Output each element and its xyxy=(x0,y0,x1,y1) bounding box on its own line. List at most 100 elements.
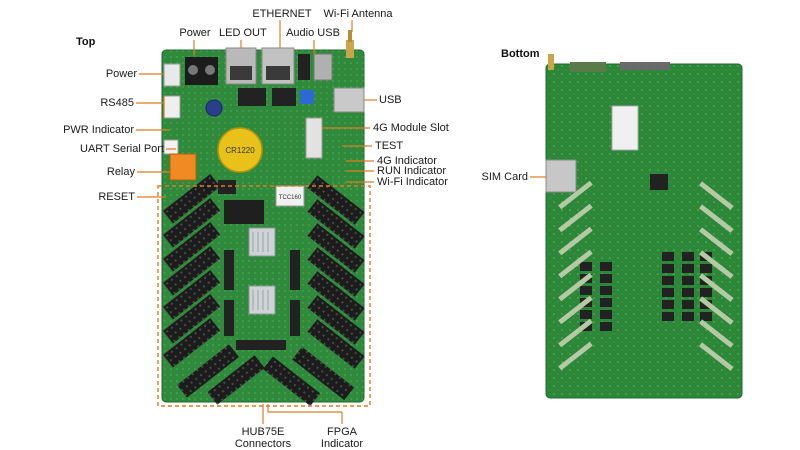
hub75e-bottom-left-2 xyxy=(207,355,265,405)
label-fpga-line1: FPGA xyxy=(327,426,357,438)
hub75e-connector xyxy=(163,245,221,296)
pad-row xyxy=(699,204,734,233)
chip xyxy=(600,286,612,295)
sim-card-slot xyxy=(545,159,577,193)
label-4g-module-slot: 4G Module Slot xyxy=(373,122,449,134)
label-pwr-indicator: PWR Indicator xyxy=(63,124,134,136)
wifi-antenna-connector xyxy=(346,40,354,58)
label-power-left: Power xyxy=(105,68,137,80)
top-board: CR1220 TCC160 xyxy=(161,30,365,407)
pad-row xyxy=(558,180,593,210)
chip xyxy=(580,310,592,319)
bottom-board xyxy=(545,54,743,399)
label-ethernet: ETHERNET xyxy=(252,8,312,20)
hub75e-connector xyxy=(163,317,221,368)
hub75e-connector xyxy=(163,173,221,224)
hub75e-connector xyxy=(163,269,221,320)
hub75e-connector xyxy=(163,293,221,344)
label-uart-serial-port: UART Serial Port xyxy=(80,143,164,155)
hub75e-connector xyxy=(163,197,221,248)
chip xyxy=(662,312,674,321)
label-fpga-line2: Indicator xyxy=(320,438,364,450)
pad-row xyxy=(699,227,734,256)
label-led-out: LED OUT xyxy=(219,27,267,39)
label-run-indicator: RUN Indicator xyxy=(377,165,447,177)
chip xyxy=(682,264,694,273)
hub75e-connector xyxy=(307,271,365,321)
hub75e-connectors-left xyxy=(163,173,221,368)
chip xyxy=(580,262,592,271)
chip xyxy=(682,312,694,321)
label-4g-indicator: 4G Indicator xyxy=(377,155,437,167)
label-reset: RESET xyxy=(98,191,135,203)
uart-connector xyxy=(163,139,179,155)
section-title-top: Top xyxy=(76,36,96,48)
power-connector-left xyxy=(163,63,181,87)
hub75e-connectors-right xyxy=(307,175,365,369)
hub75e-connector xyxy=(307,199,365,249)
label-wifi-indicator: Wi-Fi Indicator xyxy=(377,176,448,188)
pad-row xyxy=(558,203,593,233)
pad-row xyxy=(558,295,593,325)
label-audio-usb: Audio USB xyxy=(286,27,340,39)
chip xyxy=(682,252,694,261)
hub75e-connector xyxy=(307,319,365,369)
chip xyxy=(600,298,612,307)
label-power-top: Power xyxy=(179,27,211,39)
chip xyxy=(662,288,674,297)
pad-row xyxy=(558,226,593,256)
usb-port-right xyxy=(333,87,365,113)
chip xyxy=(600,262,612,271)
hub75e-connector xyxy=(163,221,221,272)
chip xyxy=(682,300,694,309)
chip xyxy=(662,264,674,273)
pad-row xyxy=(699,342,734,371)
chip xyxy=(700,312,712,321)
hub75e-bottom-left-1 xyxy=(177,344,239,398)
hub75e-connector xyxy=(307,247,365,297)
chip xyxy=(682,288,694,297)
pad-row xyxy=(699,319,734,348)
label-rs485: RS485 xyxy=(100,97,134,109)
hub75e-outline xyxy=(157,185,371,407)
hub75e-bottom-right-2 xyxy=(292,346,355,401)
chip xyxy=(600,274,612,283)
hub75e-bottom-right-1 xyxy=(263,356,321,407)
label-usb: USB xyxy=(379,94,402,106)
chip xyxy=(580,286,592,295)
hub75e-connector xyxy=(307,175,365,225)
4g-module-slot xyxy=(305,117,323,159)
usb-top-port xyxy=(313,53,333,81)
chip xyxy=(662,252,674,261)
label-test: TEST xyxy=(375,140,404,152)
hub75e-connector xyxy=(307,223,365,273)
pad-row xyxy=(558,249,593,279)
svg-text:CR1220: CR1220 xyxy=(225,146,255,155)
coin-battery xyxy=(217,127,263,173)
pad-row xyxy=(699,250,734,279)
chip xyxy=(662,276,674,285)
chip xyxy=(600,322,612,331)
bottom-pad-rows xyxy=(558,180,734,371)
svg-text:TCC160: TCC160 xyxy=(279,195,302,201)
section-title-bottom: Bottom xyxy=(501,48,540,60)
pad-row xyxy=(699,273,734,302)
label-wifi-antenna: Wi-Fi Antenna xyxy=(323,8,393,20)
chip xyxy=(700,264,712,273)
chip xyxy=(600,310,612,319)
label-hub75e-line1: HUB75E xyxy=(241,426,285,438)
relay xyxy=(169,153,197,181)
label-relay: Relay xyxy=(106,166,135,178)
pad-row xyxy=(558,341,593,371)
label-sim-card: SIM Card xyxy=(481,171,528,183)
hub75e-connector xyxy=(307,295,365,345)
label-hub75e-line2: Connectors xyxy=(234,438,292,450)
callout-lines xyxy=(136,20,546,424)
rs485-connector xyxy=(163,95,181,119)
chip xyxy=(682,276,694,285)
pad-row xyxy=(699,181,734,210)
audio-jack xyxy=(298,54,310,80)
pad-row xyxy=(558,272,593,302)
